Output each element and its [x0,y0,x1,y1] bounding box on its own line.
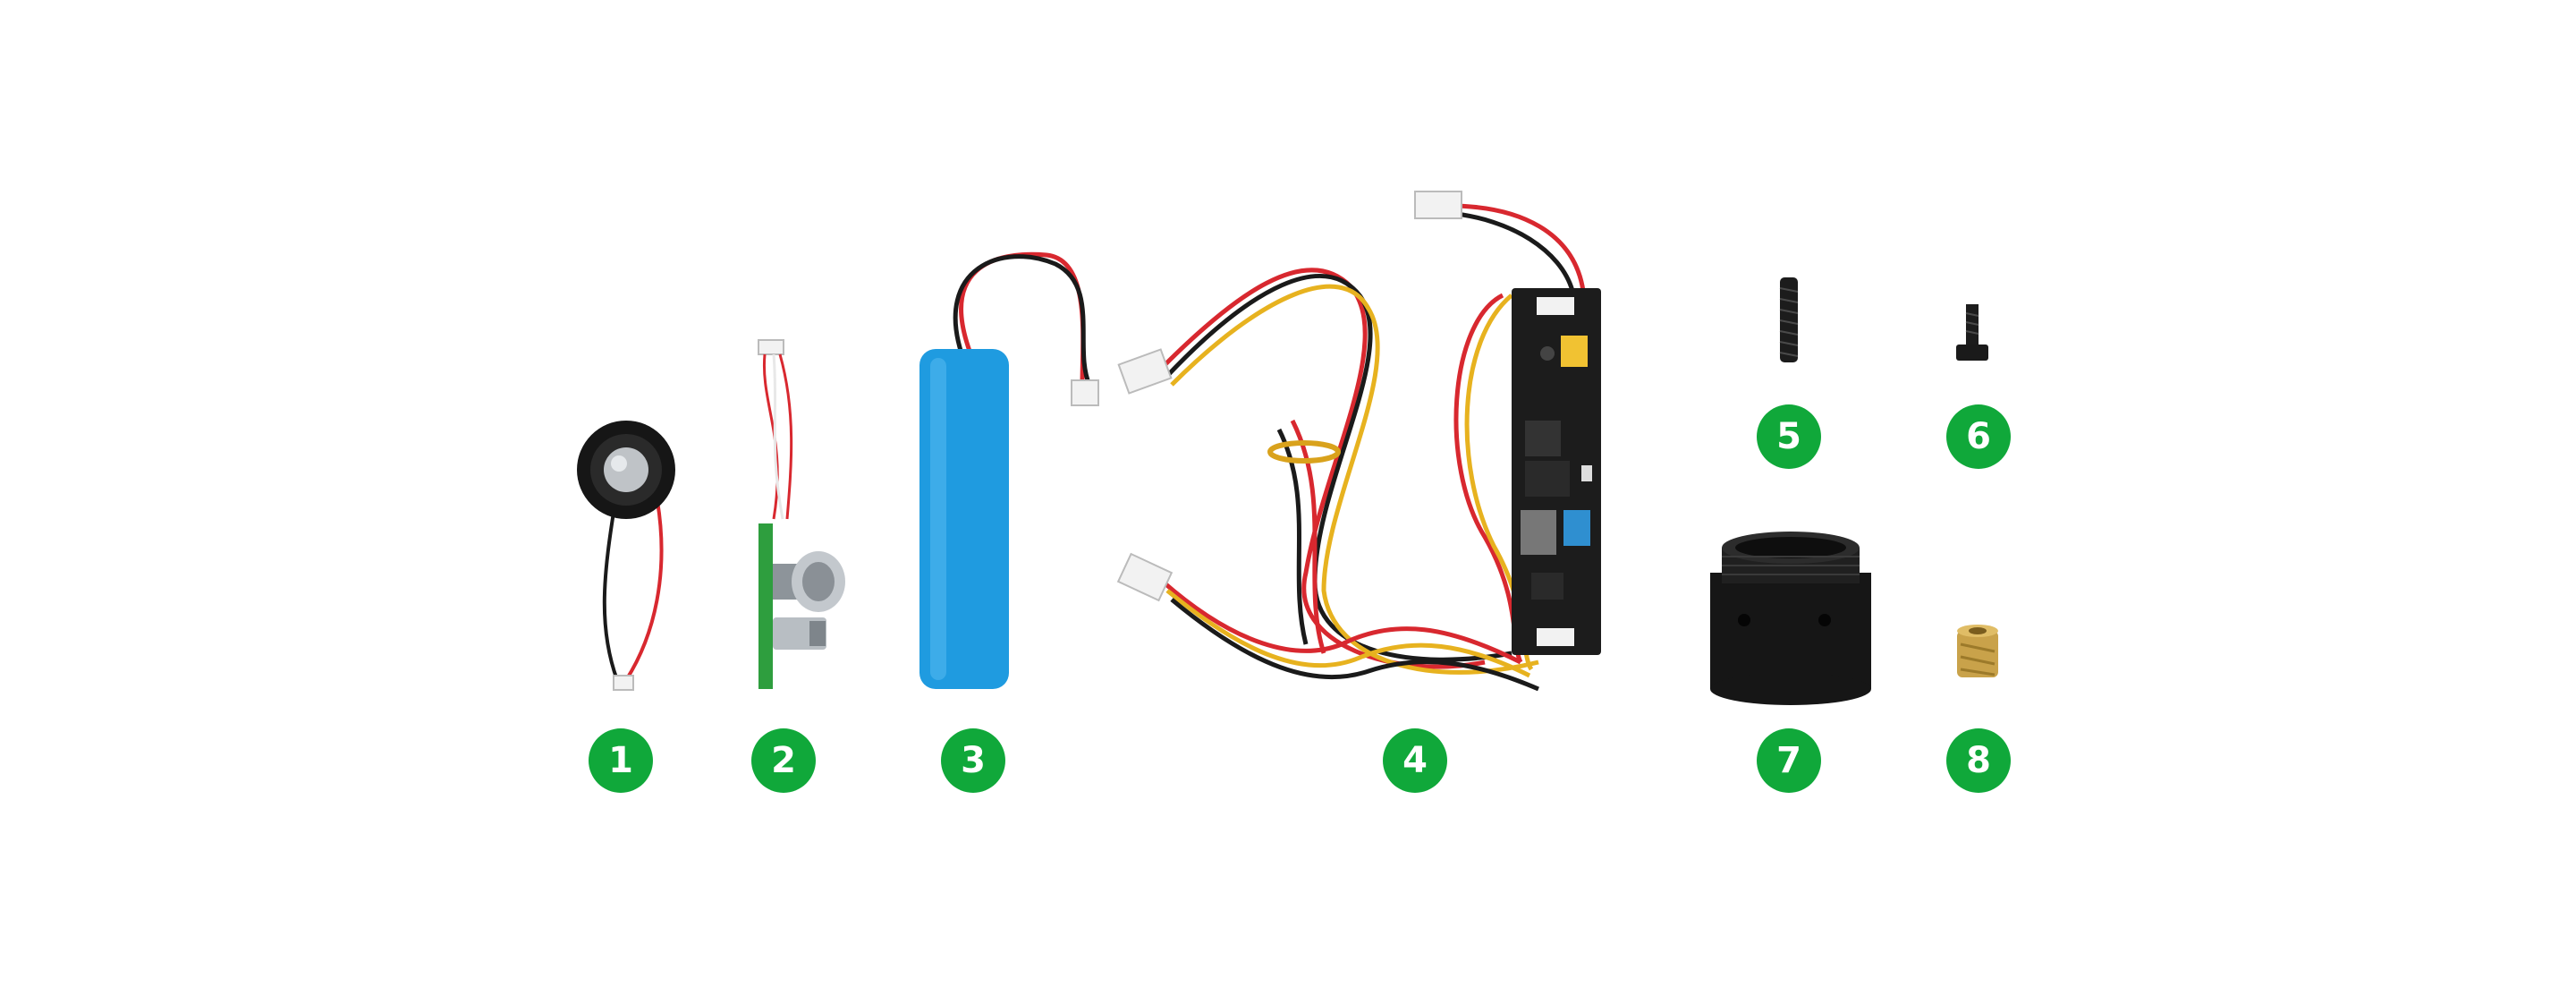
set-screw-icon [1779,277,1799,362]
item-badge-7: 7 [1757,728,1821,793]
brass-insert-nut-icon [1957,625,1998,677]
item-badge-4: 4 [1383,728,1447,793]
item-number: 1 [608,740,633,781]
control-board-with-cables-icon [1116,191,1601,692]
item-badge-2: 2 [751,728,816,793]
hex-screw-icon [1956,304,1988,361]
item-number: 3 [961,740,986,781]
item-number: 6 [1966,416,1991,457]
item-badge-8: 8 [1946,728,2011,793]
battery-icon [919,251,1099,689]
speaker-icon [577,421,675,691]
button-switch-board-icon [758,339,845,689]
item-number: 7 [1776,740,1801,781]
item-badge-1: 1 [589,728,653,793]
item-number: 8 [1966,740,1991,781]
item-badge-5: 5 [1757,404,1821,469]
item-number: 4 [1402,740,1428,781]
item-number: 2 [771,740,796,781]
threaded-ring-icon [1710,532,1871,705]
item-badge-6: 6 [1946,404,2011,469]
item-number: 5 [1776,416,1801,457]
item-badge-3: 3 [941,728,1005,793]
